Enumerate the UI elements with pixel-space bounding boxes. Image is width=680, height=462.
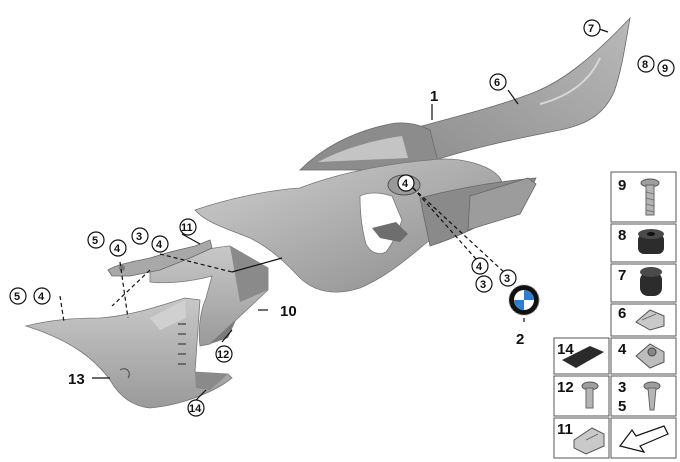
callout-9: 9 (662, 63, 668, 75)
inner-panel-part (149, 245, 269, 347)
torx-screw-icon (643, 381, 661, 411)
parts-table: 9 8 7 6 14 4 12 3 5 11 (553, 171, 677, 459)
table-label-5: 5 (618, 398, 626, 415)
table-label-8: 8 (618, 227, 626, 244)
callout-1: 1 (430, 88, 438, 105)
table-label-12: 12 (557, 379, 574, 396)
callout-left-4b: 4 (114, 243, 121, 255)
callout-right-4b: 4 (476, 261, 483, 273)
callout-8: 8 (642, 59, 648, 71)
table-label-9: 9 (618, 177, 626, 194)
callout-left-5b: 5 (14, 291, 20, 303)
upper-trim-part (107, 239, 213, 277)
callout-13: 13 (68, 371, 85, 388)
callout-left-4c: 4 (38, 291, 45, 303)
callout-10: 10 (280, 303, 297, 320)
callout-right-3a: 3 (480, 279, 486, 291)
bracket-icon (573, 427, 605, 455)
direction-arrow-icon (618, 425, 669, 453)
table-label-6: 6 (618, 305, 626, 322)
callout-right-3b: 3 (504, 273, 510, 285)
table-label-4: 4 (618, 341, 627, 358)
bmw-logo-part (508, 284, 540, 316)
table-label-14: 14 (557, 341, 574, 358)
screw-icon (640, 178, 660, 216)
callout-2: 2 (516, 331, 524, 348)
callout-left-3: 3 (136, 231, 142, 243)
table-cell-3-5 (610, 375, 677, 417)
callout-14: 14 (189, 403, 202, 415)
table-label-7: 7 (618, 267, 626, 284)
rubber-buffer-icon (640, 267, 662, 296)
callout-left-5a: 5 (92, 235, 98, 247)
callout-left-4a: 4 (156, 239, 163, 251)
rubber-grommet-icon (638, 229, 664, 254)
table-label-11: 11 (557, 421, 573, 438)
circled-callouts: 7 6 8 9 4 4 3 3 11 3 4 5 4 5 4 12 14 (9, 19, 675, 417)
callout-right-4a: 4 (402, 178, 409, 190)
rear-fairing-part (194, 16, 631, 293)
side-cover-part (24, 297, 233, 409)
pan-head-screw-icon (581, 381, 599, 409)
callout-6: 6 (494, 77, 500, 89)
table-label-3: 3 (618, 379, 626, 396)
callout-12: 12 (217, 349, 229, 361)
callout-labels: 1 2 10 13 (68, 88, 524, 388)
table-cell-12 (553, 375, 610, 417)
callout-11: 11 (181, 222, 193, 234)
foam-pad-icon (562, 346, 604, 368)
callout-7: 7 (588, 23, 594, 35)
spring-clip-icon (635, 309, 665, 331)
clip-nut-icon (635, 343, 665, 369)
